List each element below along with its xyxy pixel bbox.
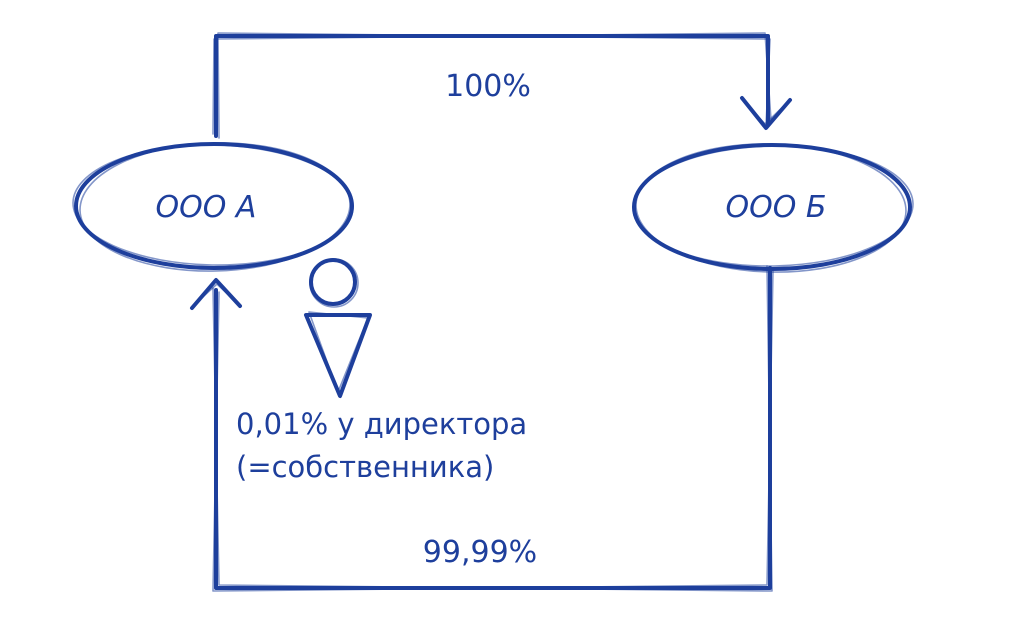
owner-note: 0,01% у директора (=собственника) bbox=[236, 407, 527, 484]
edge-label-b-to-a: 99,99% bbox=[423, 535, 537, 570]
owner-note-line1: 0,01% у директора bbox=[236, 407, 527, 441]
arrow-up-icon bbox=[190, 278, 242, 310]
owner-note-line2: (=собственника) bbox=[236, 450, 494, 484]
arrow-down-icon bbox=[740, 96, 792, 130]
node-company-b: ООО Б bbox=[632, 143, 914, 273]
edge-label-a-to-b: 100% bbox=[445, 69, 531, 104]
edge-b-to-a bbox=[212, 265, 774, 592]
node-label-company-a: ООО А bbox=[156, 190, 257, 225]
node-label-company-b: ООО Б bbox=[726, 190, 827, 225]
node-company-a: ООО А bbox=[72, 142, 354, 272]
person-icon bbox=[304, 258, 372, 398]
edge-a-to-b bbox=[212, 32, 772, 139]
